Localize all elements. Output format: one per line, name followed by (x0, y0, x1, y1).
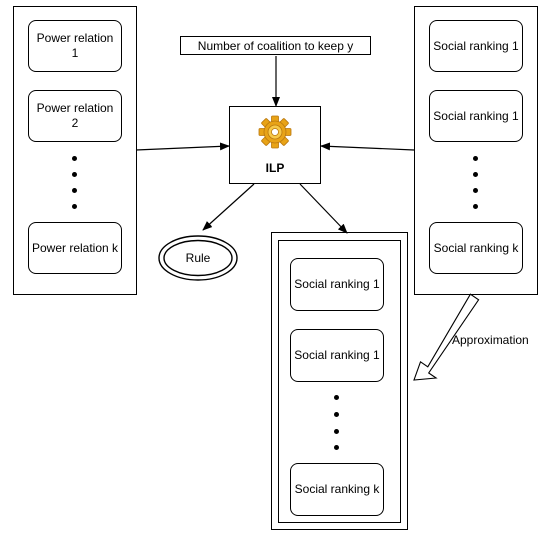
social-ranking-output-1: Social ranking 1 (290, 258, 384, 311)
social-ranking-output-2: Social ranking 1 (290, 329, 384, 382)
social-ranking-output-k: Social ranking k (290, 463, 384, 516)
approximation-arrow (413, 293, 480, 381)
power-relation-k: Power relation k (28, 222, 122, 274)
rule-label: Rule (185, 251, 211, 265)
output-panel-inner (278, 240, 401, 523)
power-relation-2: Power relation 2 (28, 90, 122, 142)
social-rankings-panel (414, 6, 538, 295)
ellipsis-dot (473, 188, 478, 193)
ellipsis-dot (72, 156, 77, 161)
power-relation-1: Power relation 1 (28, 20, 122, 72)
approximation-label: Approximation (452, 333, 529, 347)
ellipsis-dot (72, 188, 77, 193)
ellipsis-dot (72, 172, 77, 177)
ellipsis-dot (473, 204, 478, 209)
ellipsis-dot (473, 172, 478, 177)
arrow-left-to-ilp (135, 142, 230, 151)
arrow-ilp-to-output (299, 183, 348, 234)
gear-icon (258, 115, 292, 149)
arrow-right-to-ilp (320, 142, 415, 151)
ellipsis-dot (334, 445, 339, 450)
ellipsis-dot (72, 204, 77, 209)
output-panel-outer (271, 232, 408, 530)
social-ranking-right-k: Social ranking k (429, 222, 523, 274)
ilp-node: ILP (229, 106, 321, 184)
ellipsis-dot (334, 395, 339, 400)
ellipsis-dot (473, 156, 478, 161)
arrow-ilp-to-rule (202, 183, 255, 231)
ellipsis-dot (334, 412, 339, 417)
rule-node-shape (158, 235, 238, 281)
ellipsis-dot (334, 429, 339, 434)
social-ranking-right-2: Social ranking 1 (429, 90, 523, 142)
social-ranking-right-1: Social ranking 1 (429, 20, 523, 72)
coalition-count-input: Number of coalition to keep y (180, 36, 371, 55)
ilp-label: ILP (265, 161, 285, 175)
power-relations-panel (13, 6, 137, 295)
